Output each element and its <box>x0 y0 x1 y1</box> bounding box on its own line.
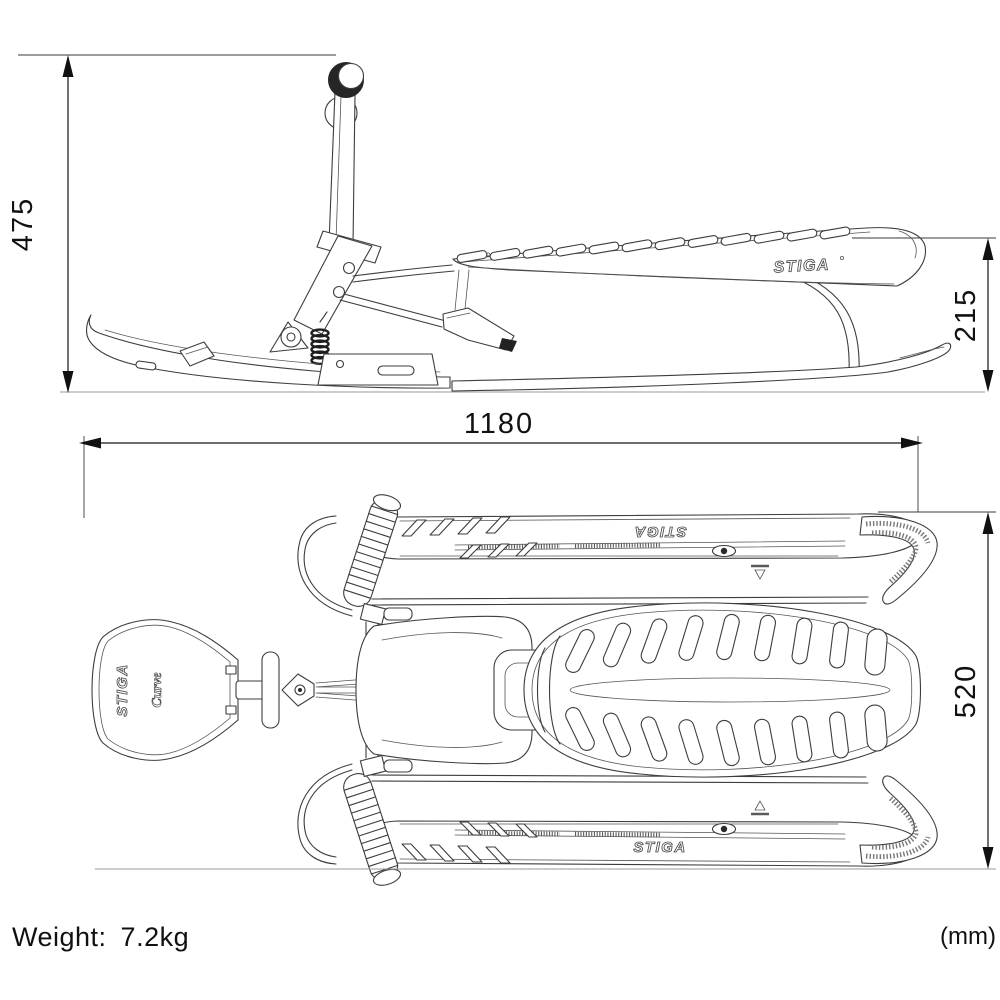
footer-labels: Weight:7.2kg (mm) <box>12 922 996 952</box>
rear-strut <box>786 271 860 374</box>
weight-label: Weight:7.2kg <box>12 922 189 952</box>
dimension-overall-length: 1180 <box>79 408 923 518</box>
material-symbol <box>754 569 766 580</box>
rear-ski-top-view <box>362 513 938 606</box>
dimension-1180-label: 1180 <box>464 408 534 440</box>
dimension-overall-height: 475 <box>7 54 336 393</box>
handlebar-grip <box>328 62 365 98</box>
ski-stripes <box>401 516 538 559</box>
stiga-logo-steering-ski: STIGA <box>114 663 131 716</box>
frame-rails-side <box>339 264 455 328</box>
dimension-215-label: 215 <box>950 288 982 342</box>
steering-pivot <box>269 321 309 353</box>
seat-ribs-side <box>456 226 851 263</box>
stiga-logo-top-ski: STIGA <box>633 523 686 540</box>
stiga-logo-side: STIGA <box>773 257 830 277</box>
handlebar-top-view <box>297 494 402 661</box>
footrest-side <box>442 269 517 352</box>
weight-value: 7.2kg <box>121 922 190 952</box>
dimension-overall-width: 520 <box>95 511 996 870</box>
rear-ski-side <box>451 342 952 392</box>
steering-ski-top-view: STIGA Curve <box>91 619 315 761</box>
units-label: (mm) <box>940 923 996 950</box>
steering-post <box>293 235 373 335</box>
dimension-475-label: 475 <box>7 197 39 251</box>
seat-top-view <box>523 602 921 778</box>
top-view: STIGA Curve <box>91 494 996 889</box>
dimension-520-label: 520 <box>950 664 982 718</box>
side-view: STIGA 475 215 <box>7 54 996 393</box>
dimension-rear-height: 215 <box>852 237 996 392</box>
seat-ribs-top-view <box>565 613 888 676</box>
front-ski-side <box>86 314 451 389</box>
seat-side: STIGA <box>452 226 927 287</box>
curve-model-logo: Curve <box>150 673 165 708</box>
stiga-logo-bottom-ski: STIGA <box>633 839 686 856</box>
steering-crossbar <box>261 651 280 729</box>
ski-tail-hook <box>859 515 938 605</box>
